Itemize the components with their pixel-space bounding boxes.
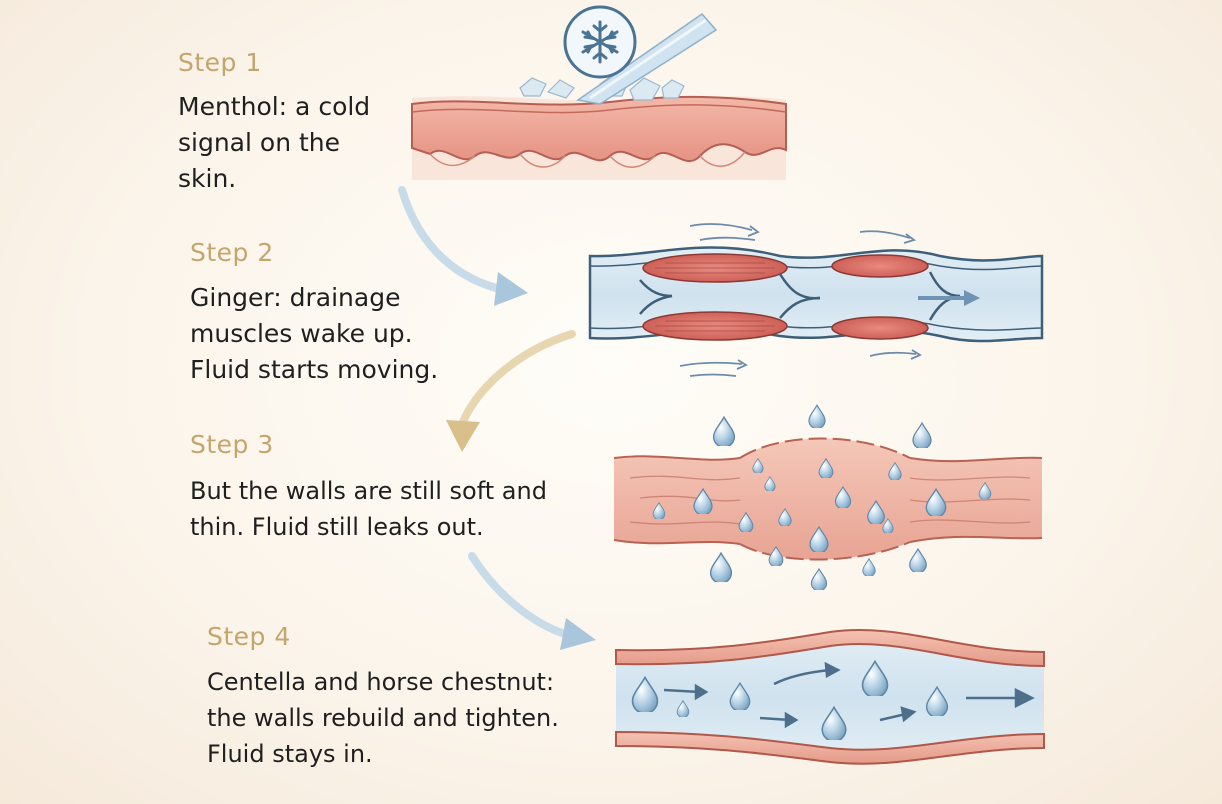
- step-2-line: Ginger: drainage: [190, 283, 401, 312]
- step-4-line: Fluid stays in.: [207, 740, 373, 768]
- lymph-vessel-illustration: [588, 223, 1044, 377]
- step-3-line: thin. Fluid still leaks out.: [190, 513, 484, 541]
- step-2-line: muscles wake up.: [190, 319, 413, 348]
- step-3-label: Step 3: [190, 430, 274, 459]
- step-3-line: But the walls are still soft and: [190, 477, 547, 505]
- step-3-text: But the walls are still soft and thin. F…: [190, 473, 547, 545]
- step-1-line: Menthol: a cold: [178, 92, 371, 121]
- snowflake-icon: [563, 5, 637, 79]
- step-4-label: Step 4: [207, 622, 291, 651]
- step-1-line: skin.: [178, 164, 237, 193]
- step-4-line: Centella and horse chestnut:: [207, 668, 555, 696]
- flow-arrows: [398, 186, 596, 650]
- skin-illustration: [411, 13, 787, 180]
- step-4-line: the walls rebuild and tighten.: [207, 704, 559, 732]
- rebuilt-vessel-illustration: [615, 628, 1045, 765]
- step-2-text: Ginger: drainage muscles wake up. Fluid …: [190, 280, 438, 388]
- step-1-line: signal on the: [178, 128, 341, 157]
- step-2-line: Fluid starts moving.: [190, 355, 439, 384]
- step-4-text: Centella and horse chestnut: the walls r…: [207, 664, 559, 772]
- step-1-label: Step 1: [178, 48, 262, 77]
- leaky-wall-illustration: [613, 404, 1043, 590]
- step-1-text: Menthol: a cold signal on the skin.: [178, 89, 370, 197]
- step-2-label: Step 2: [190, 238, 274, 267]
